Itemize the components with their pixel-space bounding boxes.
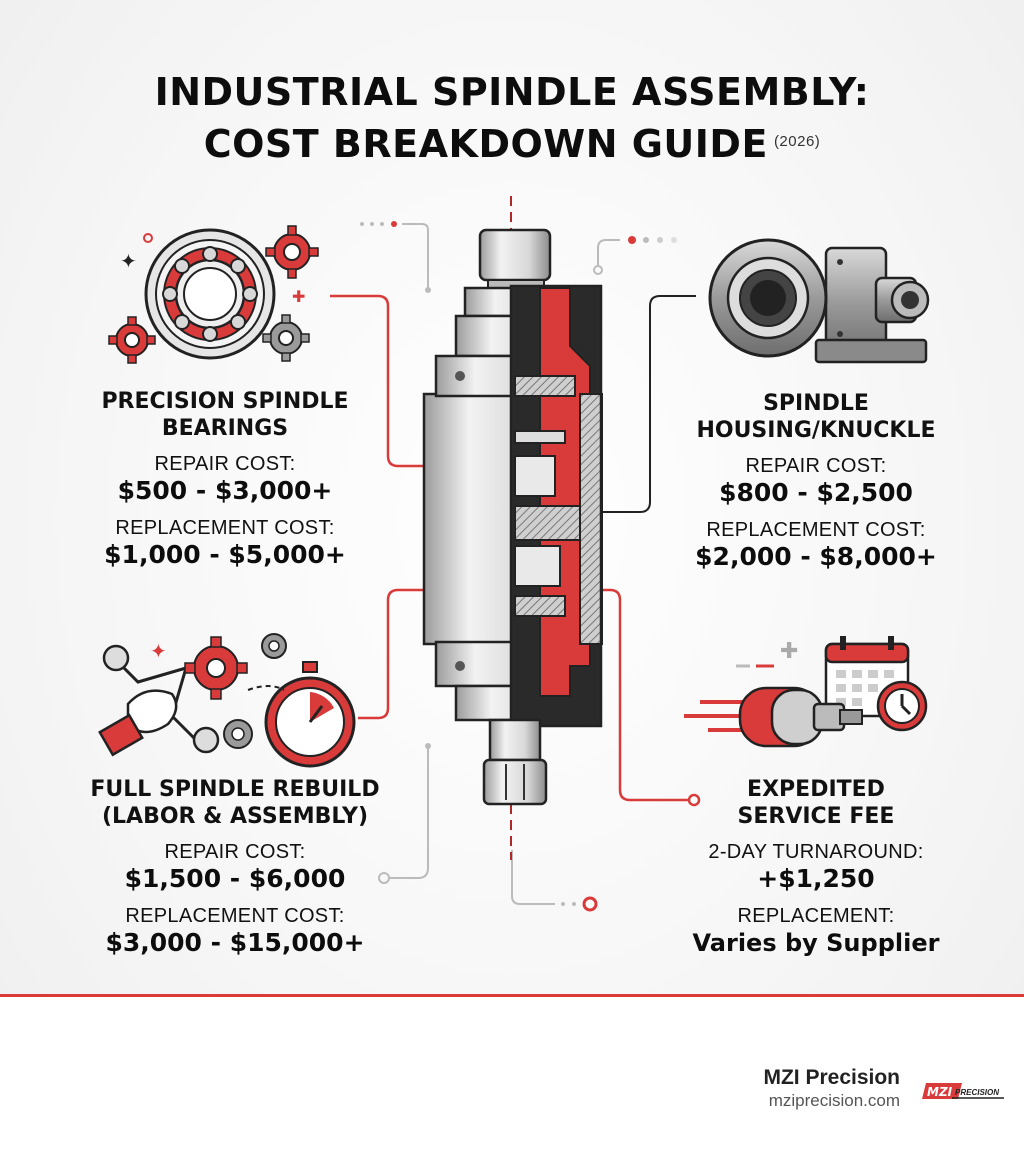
decor-dots-top-left xyxy=(360,221,431,293)
rebuild-heading-2: (LABOR & ASSEMBLY) xyxy=(101,804,368,829)
stopwatch-icon xyxy=(264,661,356,768)
housing-cost-block: SPINDLE HOUSING/KNUCKLE REPAIR COST: $80… xyxy=(636,390,996,572)
rebuild-repair-label: REPAIR COST: xyxy=(164,841,306,863)
rebuild-repair-value: $1,500 - $6,000 xyxy=(124,864,346,893)
bearing-icon: ✦ ✚ xyxy=(108,225,319,364)
expedited-replace-label: REPLACEMENT: xyxy=(737,905,895,927)
spindle-housing-icon xyxy=(708,238,930,364)
clock-icon xyxy=(876,680,928,732)
gear-icon xyxy=(261,633,287,659)
brand-name: MZI Precision xyxy=(763,1066,900,1089)
connector-expedited xyxy=(580,588,692,802)
gear-icon xyxy=(262,314,310,362)
gear-icon xyxy=(223,719,253,749)
title-line-2-text: COST BREAKDOWN GUIDE xyxy=(203,122,768,166)
housing-heading-2: HOUSING/KNUCKLE xyxy=(696,418,936,443)
gear-icon xyxy=(265,225,319,279)
expedited-heading-1: EXPEDITED xyxy=(747,777,885,802)
bearings-repair-value: $500 - $3,000+ xyxy=(117,476,333,505)
spindle-cutaway-illustration xyxy=(422,228,603,806)
footer-divider xyxy=(0,994,1024,997)
title-year: (2026) xyxy=(773,133,821,150)
title-line-1: INDUSTRIAL SPINDLE ASSEMBLY: xyxy=(154,70,870,114)
page-title: INDUSTRIAL SPINDLE ASSEMBLY: COST BREAKD… xyxy=(0,66,1024,170)
bearings-replace-label: REPLACEMENT COST: xyxy=(115,517,335,539)
expedited-turnaround-label: 2-DAY TURNAROUND: xyxy=(708,841,924,863)
rebuild-replace-value: $3,000 - $15,000+ xyxy=(105,928,365,957)
bearings-repair-label: REPAIR COST: xyxy=(154,453,296,475)
brand-block: MZI Precision mziprecision.com xyxy=(763,1066,900,1112)
decor-line-bottom-center xyxy=(511,850,555,905)
rebuild-heading-1: FULL SPINDLE REBUILD xyxy=(90,777,380,802)
brand-logo: MZI PRECISION xyxy=(922,1083,1004,1099)
bearings-cost-block: PRECISION SPINDLE BEARINGS REPAIR COST: … xyxy=(40,388,410,570)
housing-heading-1: SPINDLE xyxy=(763,391,869,416)
connector-rebuild xyxy=(358,588,490,720)
fast-spindle-calendar-clock-icon: ✚ xyxy=(684,636,928,748)
expedited-replace-value: Varies by Supplier xyxy=(692,929,940,957)
svg-text:MZI: MZI xyxy=(927,1085,953,1099)
housing-replace-label: REPLACEMENT COST: xyxy=(706,519,926,541)
footer xyxy=(0,997,1024,1154)
brand-url: mziprecision.com xyxy=(768,1091,900,1110)
rebuild-replace-label: REPLACEMENT COST: xyxy=(125,905,345,927)
svg-text:✚: ✚ xyxy=(292,287,305,306)
gear-icon xyxy=(108,316,156,364)
connector-bearings xyxy=(330,294,456,468)
expedited-cost-block: EXPEDITED SERVICE FEE 2-DAY TURNAROUND: … xyxy=(636,776,996,958)
housing-replace-value: $2,000 - $8,000+ xyxy=(695,542,937,571)
svg-text:✚: ✚ xyxy=(780,639,798,664)
rebuild-cost-block: FULL SPINDLE REBUILD (LABOR & ASSEMBLY) … xyxy=(40,776,430,958)
decor-line-bottom-left xyxy=(390,746,429,879)
bearings-heading-2: BEARINGS xyxy=(161,416,289,441)
housing-repair-value: $800 - $2,500 xyxy=(719,478,913,507)
svg-text:✦: ✦ xyxy=(150,639,167,663)
svg-text:PRECISION: PRECISION xyxy=(955,1088,999,1097)
bearings-replace-value: $1,000 - $5,000+ xyxy=(104,540,346,569)
expedited-turnaround-value: +$1,250 xyxy=(757,864,875,893)
decor-dots-top-right xyxy=(593,236,677,275)
connector-housing xyxy=(586,295,696,513)
expedited-heading-2: SERVICE FEE xyxy=(737,804,895,829)
calendar-icon xyxy=(824,636,910,718)
wrench-gears-stopwatch-icon: ✦ xyxy=(98,633,356,768)
bearings-heading-1: PRECISION SPINDLE xyxy=(101,389,349,414)
title-line-2: COST BREAKDOWN GUIDE (2026) xyxy=(0,118,1024,170)
gear-icon xyxy=(184,636,248,700)
svg-text:✦: ✦ xyxy=(120,249,137,273)
housing-repair-label: REPAIR COST: xyxy=(745,455,887,477)
